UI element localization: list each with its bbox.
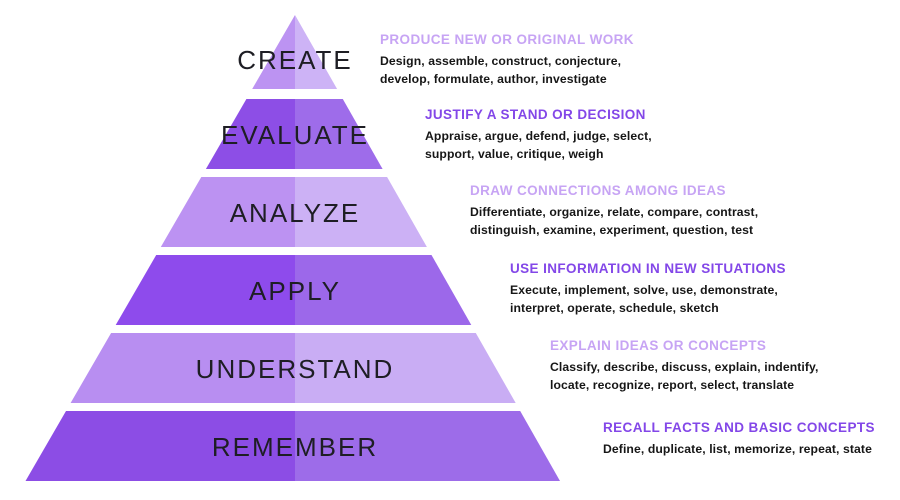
level-desc-analyze: DRAW CONNECTIONS AMONG IDEAS Differentia… [470, 183, 758, 239]
level-desc-line: Define, duplicate, list, memorize, repea… [603, 442, 872, 456]
pyramid-band-create-right [295, 15, 338, 89]
pyramid-label-create: CREATE [237, 45, 353, 75]
level-desc-heading: DRAW CONNECTIONS AMONG IDEAS [470, 183, 726, 198]
level-desc-line: Appraise, argue, defend, judge, select, [425, 129, 652, 143]
level-desc-line: interpret, operate, schedule, sketch [510, 301, 719, 315]
pyramid-band-remember-left [25, 411, 295, 481]
pyramid-label-evaluate: EVALUATE [221, 120, 369, 150]
level-desc-line: Design, assemble, construct, conjecture, [380, 54, 622, 68]
level-desc-apply: USE INFORMATION IN NEW SITUATIONS Execut… [510, 261, 786, 317]
level-desc-line: distinguish, examine, experiment, questi… [470, 223, 754, 237]
level-desc-line: support, value, critique, weigh [425, 147, 604, 161]
level-desc-remember: RECALL FACTS AND BASIC CONCEPTS Define, … [603, 420, 875, 458]
level-desc-understand: EXPLAIN IDEAS OR CONCEPTS Classify, desc… [550, 338, 819, 394]
level-desc-heading: PRODUCE NEW OR ORIGINAL WORK [380, 32, 634, 47]
pyramid-band-create-left [252, 15, 295, 89]
level-desc-line: locate, recognize, report, select, trans… [550, 378, 795, 392]
level-desc-heading: RECALL FACTS AND BASIC CONCEPTS [603, 420, 875, 435]
level-desc-heading: JUSTIFY A STAND OR DECISION [425, 107, 646, 122]
pyramid-band-understand-right [295, 333, 516, 403]
pyramid-band-understand-left [70, 333, 295, 403]
pyramid-band-analyze-right [295, 177, 427, 247]
level-desc-line: Execute, implement, solve, use, demonstr… [510, 283, 778, 297]
level-desc-heading: USE INFORMATION IN NEW SITUATIONS [510, 261, 786, 276]
pyramid-label-analyze: ANALYZE [230, 198, 361, 228]
pyramid-band-evaluate-right [295, 99, 383, 169]
pyramid-label-remember: REMEMBER [212, 432, 378, 462]
pyramid-label-apply: APPLY [249, 276, 341, 306]
pyramid-band-apply-left [115, 255, 295, 325]
level-desc-line: develop, formulate, author, investigate [380, 72, 607, 86]
pyramid-band-analyze-left [160, 177, 295, 247]
level-desc-line: Classify, describe, discuss, explain, in… [550, 360, 819, 374]
pyramid-band-evaluate-left [205, 99, 295, 169]
level-desc-heading: EXPLAIN IDEAS OR CONCEPTS [550, 338, 767, 353]
pyramid-band-remember-right [295, 411, 560, 481]
level-desc-create: PRODUCE NEW OR ORIGINAL WORK Design, ass… [380, 32, 634, 88]
level-desc-line: Differentiate, organize, relate, compare… [470, 205, 759, 219]
pyramid-label-understand: UNDERSTAND [196, 354, 395, 384]
level-desc-evaluate: JUSTIFY A STAND OR DECISION Appraise, ar… [425, 107, 652, 163]
pyramid-band-apply-right [295, 255, 472, 325]
